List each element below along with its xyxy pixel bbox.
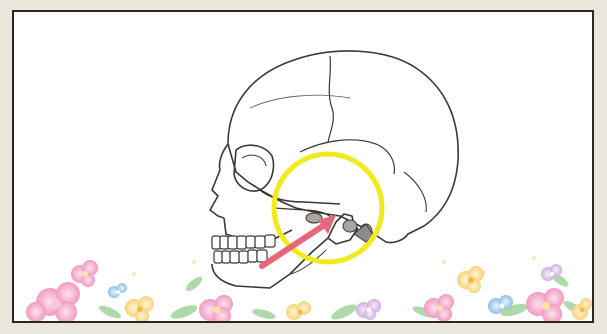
flower-yellow-far-right <box>572 298 592 320</box>
skull-illustration <box>14 12 592 321</box>
flower-lilac-center <box>356 299 381 320</box>
flower-pink-large-right <box>526 288 564 321</box>
lower-teeth <box>214 250 267 263</box>
flower-yellow-right <box>457 266 484 293</box>
flower-pink-small-left <box>71 260 98 287</box>
figure-panel <box>12 10 594 323</box>
flower-border <box>26 256 592 321</box>
flower-yellow-left <box>125 296 154 321</box>
upper-teeth <box>212 235 275 249</box>
flower-pink-center <box>199 295 233 321</box>
flower-blue-left <box>108 283 127 298</box>
flower-pink-large-left <box>26 282 80 321</box>
flower-yellow-center <box>286 301 311 320</box>
